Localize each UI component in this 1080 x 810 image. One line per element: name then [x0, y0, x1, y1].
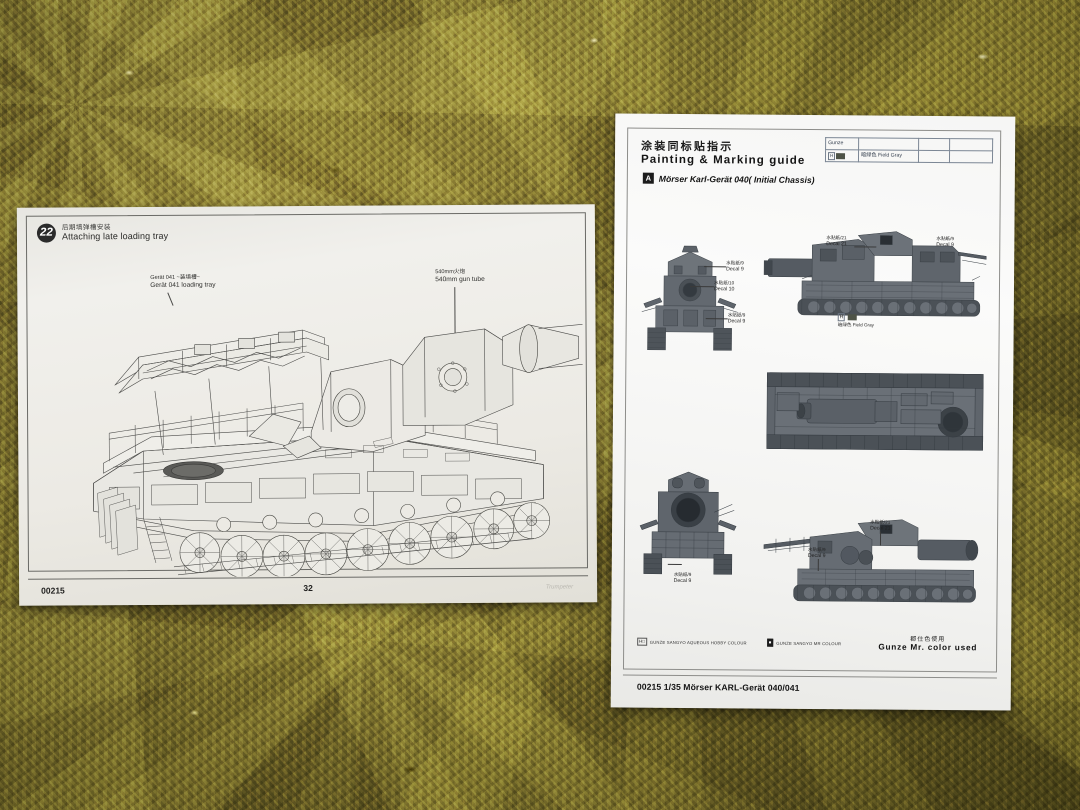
page-number: 32	[303, 582, 313, 594]
guide-title-chinese: 涂装同标贴指示	[641, 140, 734, 154]
decal-callout-9-top-right: 水贴纸/9 Decal 9	[936, 235, 955, 248]
cell-paint-name: 暗绿色 Field Gray	[858, 149, 919, 163]
paint-code-h: H	[837, 313, 846, 322]
footer-divider-right	[622, 674, 997, 679]
decal-leader-9-bottom	[817, 559, 819, 572]
brand-signature: Trumpeter	[545, 584, 574, 591]
legend-mr-mark: ■	[766, 638, 774, 647]
decal-callout-21-bottom: 水贴纸/21 Decal 21	[870, 519, 891, 532]
callout-gun-tube: 540mm火炮 540mm gun tube	[435, 269, 485, 284]
table-row: H 暗绿色 Field Gray	[825, 149, 993, 163]
cell-paint-code: H	[825, 149, 859, 162]
variant-description: Mörser Karl-Gerät 040( Initial Chassis)	[658, 173, 815, 185]
assembly-instruction-sheet[interactable]: 22 后期填弹槽安装 Attaching late loading tray G…	[16, 204, 598, 606]
painting-marking-guide-sheet[interactable]: 涂装同标贴指示 Painting & Marking guide A Mörse…	[610, 113, 1016, 711]
vehicle-top-view	[761, 365, 990, 459]
paint-color-table: Gunze H 暗绿色 Field Gray	[824, 137, 994, 164]
legend-mr-colour: ■ GUNZE SANGYO MR COLOUR	[766, 638, 842, 648]
cell-r0c3	[918, 138, 950, 151]
paint-brand-legend: H□ GUNZE SANGYO AQUEOUS HOBBY COLOUR ■ G…	[637, 637, 842, 648]
decal-callout-21-top: 水贴纸/21 Decal 21	[826, 235, 847, 247]
step-title-chinese: 后期填弹槽安装	[61, 224, 111, 232]
decal-callout-10-front: 水贴纸/10 Decal 10	[713, 280, 735, 292]
legend-mr-text: GUNZE SANGYO MR COLOUR	[776, 640, 842, 646]
variant-letter-badge: A	[642, 172, 654, 184]
karl-geraet-isometric-line-drawing	[72, 284, 584, 578]
decal-leader-10-front	[689, 286, 714, 288]
field-gray-code-row: H	[837, 313, 874, 322]
cell-r1c4	[949, 150, 993, 163]
step-number-badge: 22	[36, 223, 57, 243]
field-gray-name: 暗绿色 Field Gray	[837, 322, 874, 328]
step-title-english: Attaching late loading tray	[61, 230, 169, 242]
decal-leader-21-top	[854, 246, 877, 248]
gunze-color-used-note: 郡仕色使用 Gunze Mr. color used	[878, 636, 978, 653]
kit-footer-right: 00215 1/35 Mörser KARL-Gerät 040/041	[636, 681, 800, 693]
legend-aqueous-text: GUNZE SANGYO AQUEOUS HOBBY COLOUR	[649, 639, 747, 645]
color-swatch	[836, 152, 846, 159]
vehicle-front-view	[637, 242, 743, 355]
guide-title-english: Painting & Marking guide	[640, 153, 806, 167]
decal-callout-9-rear: 水贴纸/9 Decal 9	[673, 571, 692, 584]
field-gray-paint-label: H 暗绿色 Field Gray	[838, 313, 874, 328]
cell-gunze-header: Gunze	[825, 137, 859, 150]
cell-r0c4	[949, 138, 993, 151]
vehicle-rear-view	[636, 466, 741, 577]
decal-leader-9-rear	[667, 563, 682, 565]
cell-r1c3	[918, 150, 950, 163]
decal-callout-9-front-upper: 水贴纸/9 Decal 9	[726, 260, 744, 272]
decal-leader-9-front-lower	[705, 318, 728, 320]
legend-aqueous-mark: H□	[637, 637, 647, 646]
decal-callout-9-bottom: 水贴纸/9 Decal 9	[807, 546, 826, 559]
decal-leader-9-front-upper	[704, 266, 727, 268]
decal-leader-21-bottom	[879, 531, 881, 546]
legend-aqueous: H□ GUNZE SANGYO AQUEOUS HOBBY COLOUR	[637, 637, 747, 647]
vehicle-side-view-lower	[761, 515, 984, 611]
field-gray-swatch	[848, 314, 858, 321]
cell-r0c2	[858, 137, 919, 151]
decal-callout-9-front-lower: 水贴纸/9 Decal 9	[727, 312, 746, 324]
variant-heading: A Mörser Karl-Gerät 040( Initial Chassis…	[642, 172, 815, 185]
vehicle-side-view-upper	[762, 225, 989, 327]
